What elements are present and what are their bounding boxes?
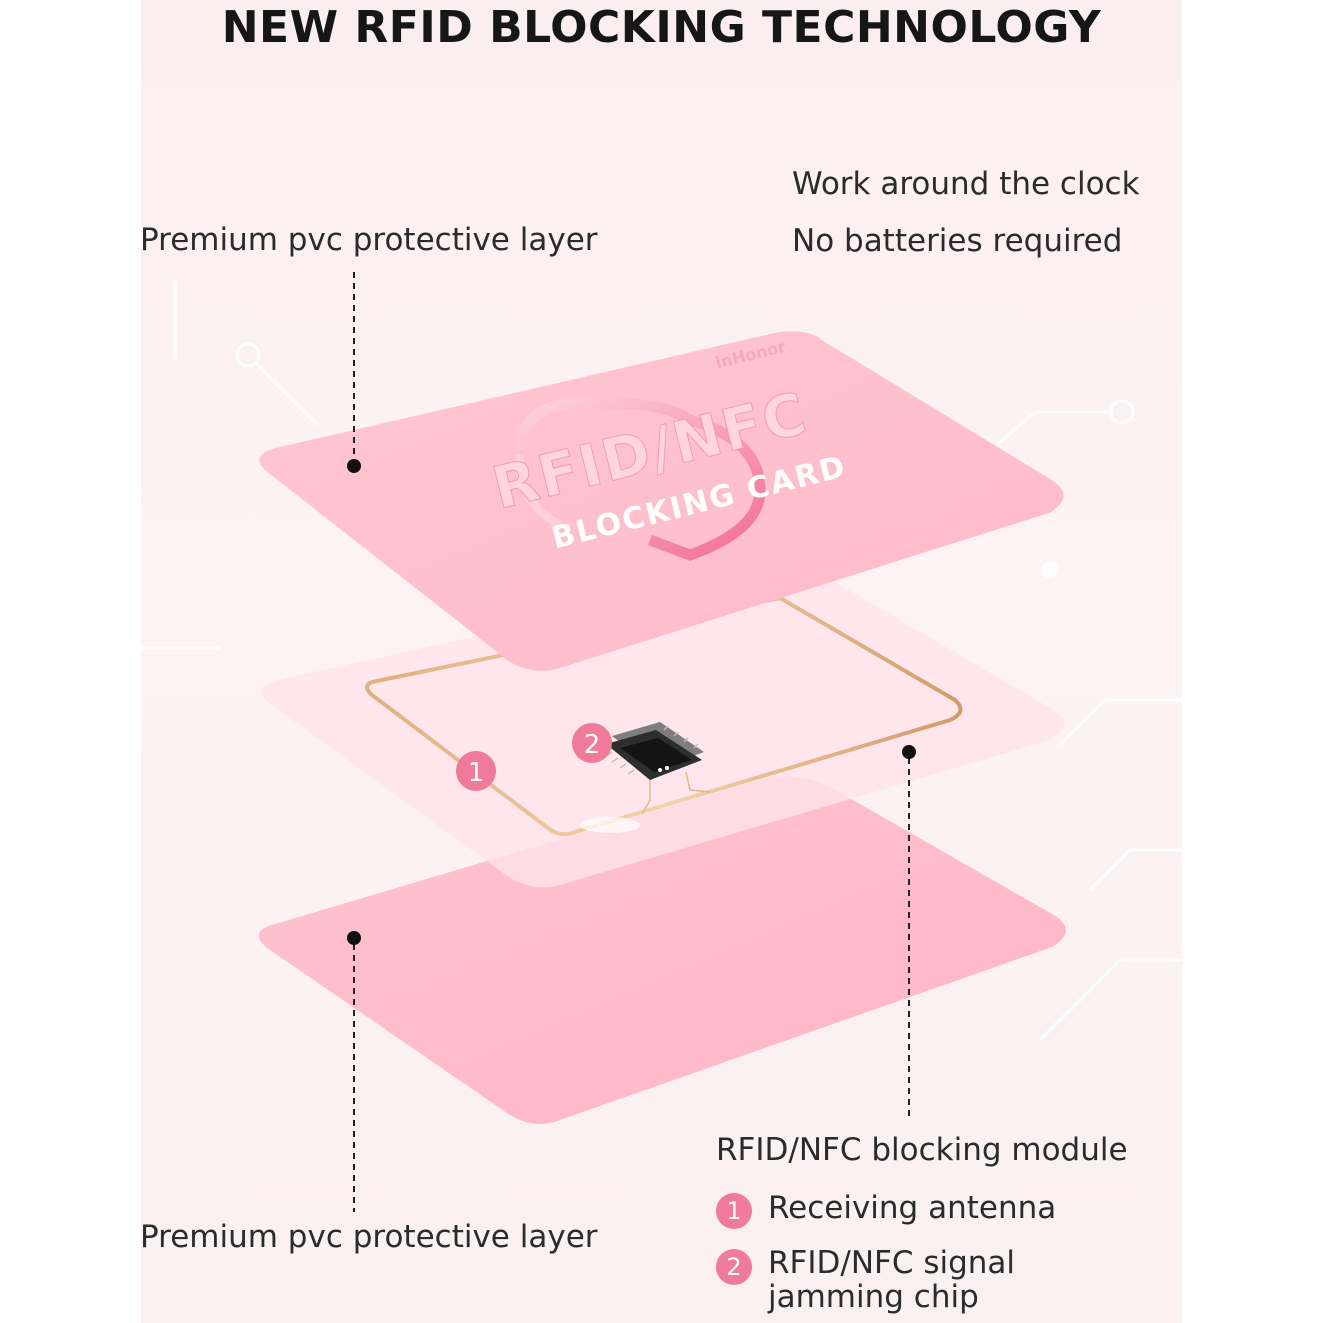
legend-text-chip: RFID/NFC signal jamming chip [768, 1245, 1016, 1315]
module-pointer-dot [902, 745, 916, 759]
receiving-antenna [365, 595, 963, 837]
leader-lines [353, 272, 910, 1212]
jamming-chip [605, 722, 704, 780]
legend-text-antenna: Receiving antenna [768, 1190, 1057, 1226]
bottom-layer-label: Premium pvc protective layer [140, 1219, 598, 1255]
card-heart-logo [514, 398, 766, 561]
antenna-badge-1: 1 [456, 751, 496, 791]
top-layer-pointer-dot [347, 459, 361, 473]
bottom-pvc-layer [258, 776, 1066, 1124]
top-pvc-layer [259, 331, 1065, 671]
page-title: NEW RFID BLOCKING TECHNOLOGY [221, 2, 1102, 53]
feature-work-around-clock: Work around the clock [792, 166, 1140, 202]
module-title: RFID/NFC blocking module [716, 1132, 1128, 1168]
legend-badge-1: 1 [716, 1193, 752, 1229]
top-layer-label: Premium pvc protective layer [140, 222, 598, 258]
antenna-badge-number: 1 [468, 758, 485, 788]
bottom-layer-pointer-dot [347, 931, 361, 945]
feature-no-batteries: No batteries required [792, 223, 1123, 259]
circuit-lines-decoration [141, 280, 1182, 1042]
chip-badge-number: 2 [584, 730, 601, 760]
chip-badge-2: 2 [572, 723, 612, 763]
legend-badge-2: 2 [716, 1249, 752, 1285]
